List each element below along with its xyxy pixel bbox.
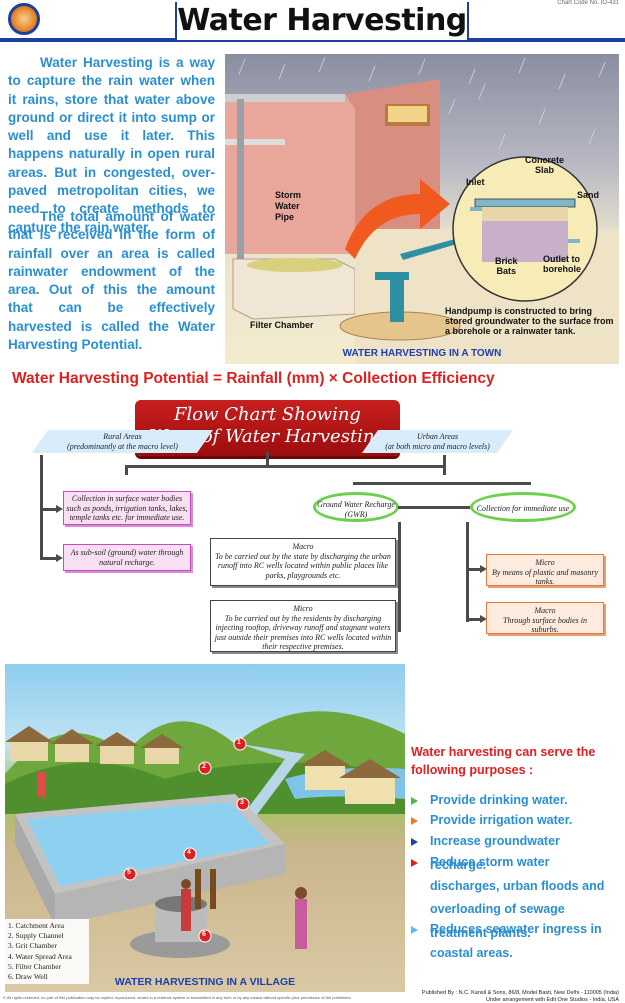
town-drawing: [225, 56, 619, 364]
connector: [466, 522, 469, 622]
legend-item: 6. Draw Well: [8, 972, 48, 982]
sand-label: Sand: [577, 190, 600, 200]
publisher-line-2: Under arrangement with Edit One Studios …: [486, 996, 619, 1003]
village-drawing: [5, 711, 405, 958]
connector: [125, 465, 445, 468]
marker-6: 6: [202, 931, 206, 938]
publisher-line-1: Published By : N.C. Kansil & Sons, 86/8,…: [421, 990, 619, 996]
copyright-notice: © All rights reserved, no part of this p…: [3, 995, 352, 1000]
bullet-arrow-icon: [411, 816, 418, 825]
purpose-text: Provide drinking water.: [430, 793, 568, 807]
immediate-macro-box: Macro Through surface bodies in suburbs.: [486, 602, 604, 634]
outlet-label: Outlet to borehole: [543, 254, 582, 274]
bullet-arrow-icon: [411, 925, 418, 934]
town-illustration: Storm Water Pipe Filter Chamber Concrete…: [225, 54, 619, 364]
town-caption: WATER HARVESTING IN A TOWN: [342, 348, 502, 359]
purpose-text: Reduces seawater ingress in coastal area…: [430, 922, 602, 960]
header: Water Harvesting: [0, 0, 625, 42]
bullet-arrow-icon: [411, 837, 418, 846]
purpose-text: Reduce storm water discharges, urban flo…: [430, 855, 605, 940]
storm-water-pipe-label: Storm Water Pipe: [275, 190, 302, 222]
legend-item: 3. Grit Chamber: [8, 941, 57, 951]
gwr-macro-box: Macro To be carried out by the state by …: [210, 538, 396, 586]
connector: [443, 455, 446, 475]
village-caption: WATER HARVESTING IN A VILLAGE: [114, 976, 296, 988]
filter-chamber-label: Filter Chamber: [250, 320, 314, 330]
marker-1: 1: [237, 739, 241, 746]
purpose-item: Provide drinking water.: [411, 789, 621, 813]
legend-item: 4. Water Spread Area: [8, 951, 72, 961]
legend-item: 5. Filter Chamber: [8, 961, 62, 971]
purpose-item: Reduces seawater ingress in coastal area…: [411, 918, 621, 965]
arrow: [480, 615, 487, 623]
brick-bats-label: Brick Bats: [495, 256, 518, 276]
connector: [125, 465, 128, 475]
connector: [266, 452, 269, 466]
arrow: [56, 554, 63, 562]
connector: [40, 508, 58, 511]
urban-areas-label: Urban Areas (at both micro and macro lev…: [385, 432, 490, 451]
handpump-label: Handpump is constructed to bring stored …: [445, 306, 614, 336]
marker-4: 4: [187, 849, 191, 856]
chart-code: Chart Code No. IO-431: [557, 0, 619, 6]
purposes-heading: Water harvesting can serve the following…: [411, 745, 596, 777]
rural-subsoil-box: As sub-soil (ground) water through natur…: [63, 544, 191, 571]
connector: [353, 482, 531, 485]
inlet-label: Inlet: [466, 177, 485, 187]
immediate-use-node: Collection for immediate use: [470, 492, 576, 522]
marker-5: 5: [127, 869, 131, 876]
potential-formula: Water Harvesting Potential = Rainfall (m…: [12, 370, 495, 387]
intro-paragraph-2: The total amount of water that is receiv…: [8, 209, 215, 353]
publisher-info: Published By : N.C. Kansil & Sons, 86/8,…: [422, 990, 619, 1003]
connector: [466, 568, 482, 571]
page-title: Water Harvesting: [175, 2, 469, 42]
arrow: [480, 565, 487, 573]
legend-item: 2. Supply Channel: [8, 931, 64, 941]
publisher-logo: [8, 3, 40, 35]
purpose-item: Reduce storm water discharges, urban flo…: [411, 851, 621, 945]
rural-collection-box: Collection in surface water bodies such …: [63, 491, 191, 525]
concrete-slab-label: Concrete Slab: [525, 155, 565, 175]
intro-paragraph-1: Water Harvesting is a way to capture the…: [8, 55, 215, 235]
rural-areas-label: Rural Areas (predominantly at the macro …: [67, 432, 178, 451]
connector: [40, 455, 43, 560]
connector: [466, 618, 482, 621]
connector: [398, 522, 401, 632]
flowchart-title: Flow Chart Showing Ways of Water Harvest…: [135, 400, 400, 456]
marker-3: 3: [240, 799, 244, 806]
immediate-micro-box: Micro By means of plastic and masonry ta…: [486, 554, 604, 586]
gwr-node: Ground Water Recharge (GWR): [313, 492, 399, 522]
legend-item: 1. Catchment Area: [8, 921, 65, 930]
connector: [398, 506, 470, 509]
purpose-text: Provide irrigation water.: [430, 813, 573, 827]
flowchart-title-line-1: Flow Chart Showing: [174, 404, 361, 425]
purpose-item: Provide irrigation water.: [411, 809, 621, 833]
connector: [40, 557, 58, 560]
bullet-arrow-icon: [411, 796, 418, 805]
gwr-micro-box: Micro To be carried out by the residents…: [210, 600, 396, 652]
arrow: [56, 505, 63, 513]
village-legend: 1. Catchment Area 2. Supply Channel 3. G…: [5, 919, 89, 985]
marker-2: 2: [202, 763, 206, 770]
purpose-text: Increase groundwater recharge.: [430, 834, 560, 872]
purpose-item: Increase groundwater recharge.: [411, 830, 621, 877]
bullet-arrow-icon: [411, 858, 418, 867]
